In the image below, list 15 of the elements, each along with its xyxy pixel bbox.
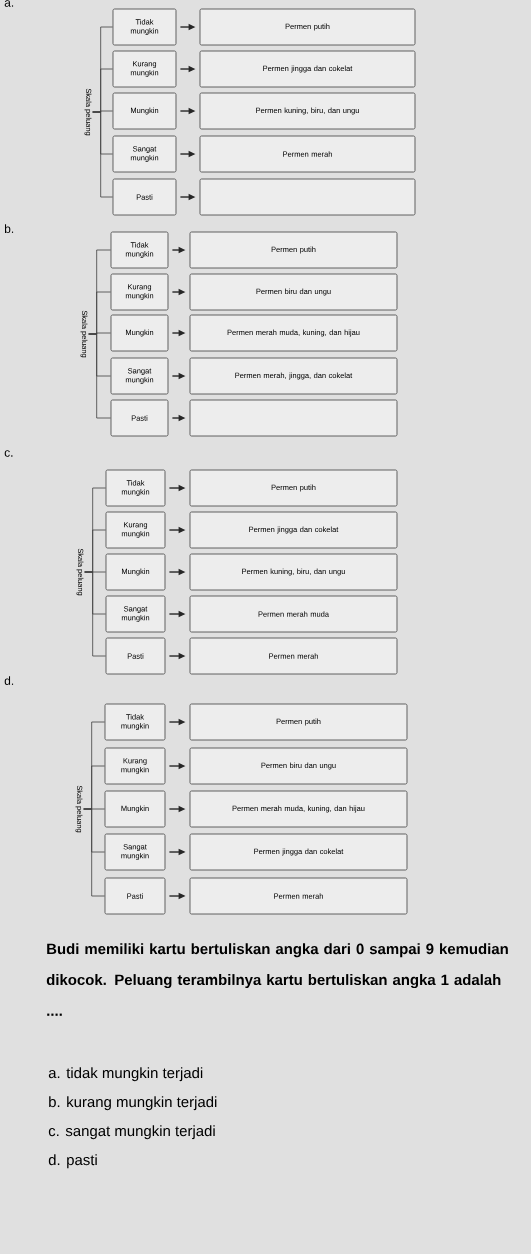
question-text: Budi memiliki kartu bertuliskan angka dari 0 sampai 9 kemudian dikocok. Peluang terambilnya kartu bertuliskan angka 1 adalah .... [46, 943, 508, 1016]
bracket-line [84, 571, 106, 657]
answer-box [199, 178, 416, 216]
answer-option: a. tidak mungkin terjadi [48, 1067, 203, 1082]
answer-option: d. pasti [48, 1154, 97, 1169]
answer-box [189, 399, 398, 437]
panel-letter: a. [4, 0, 14, 7]
bracket-line [83, 808, 105, 897]
panel-letter: c. [4, 450, 13, 457]
answer-option: b. kurang mungkin terjadi [49, 1096, 217, 1111]
bracket-line [88, 333, 111, 419]
panel-letter: b. [4, 224, 14, 233]
answer-option: c. sangat mungkin terjadi [48, 1125, 215, 1140]
panel-letter: d. [4, 676, 14, 685]
bracket-line [92, 111, 113, 198]
